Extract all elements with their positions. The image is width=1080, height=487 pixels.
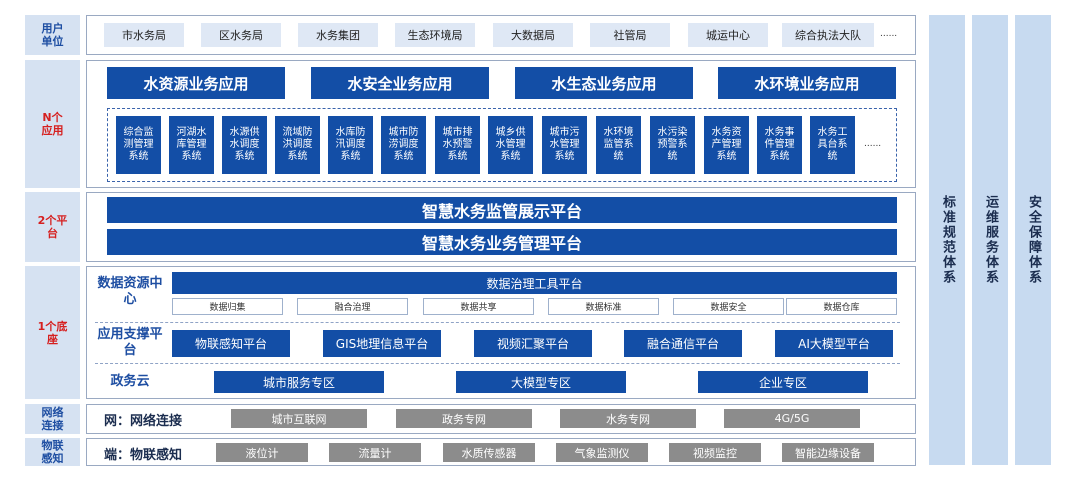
user-unit: 水务集团 [298,23,378,47]
support-platform: AI大模型平台 [775,330,893,357]
app-category: 水生态业务应用 [515,67,693,99]
base-divider [95,363,900,364]
platform-business: 智慧水务业务管理平台 [107,229,897,255]
iot-title: 端：物联感知 [104,448,183,463]
user-unit: 社管局 [590,23,670,47]
user-unit: 市水务局 [104,23,184,47]
app-system: 水环境监管系统 [596,116,641,174]
user-unit-ellipsis: ...... [880,29,898,39]
app-system: 水源供水调度系统 [222,116,267,174]
app-system: 河湖水库管理系统 [169,116,214,174]
row-label-users: 用户单位 [25,15,80,55]
app-system: 水务事件管理系统 [757,116,802,174]
network-title: 网：网络连接 [104,414,183,429]
app-system: 城市排水预警系统 [435,116,480,174]
data-item: 数据安全 [673,298,784,315]
gov-cloud-zone: 大模型专区 [456,371,626,393]
side-system-security: 安全保障体系 [1015,15,1051,465]
support-platform: 物联感知平台 [172,330,290,357]
user-unit: 大数据局 [493,23,573,47]
data-item: 数据共享 [423,298,534,315]
data-item: 数据归集 [172,298,283,315]
app-system-ellipsis: ...... [864,139,882,149]
network-item: 水务专网 [560,409,696,428]
app-system: 水务资产管理系统 [704,116,749,174]
user-unit: 生态环境局 [395,23,475,47]
data-item: 数据仓库 [786,298,897,315]
iot-device: 流量计 [329,443,421,462]
app-support-title: 应用支撑平台 [97,327,163,358]
gov-cloud-zone: 企业专区 [698,371,868,393]
base-divider [95,322,900,323]
support-platform: GIS地理信息平台 [323,330,441,357]
app-category: 水资源业务应用 [107,67,285,99]
row-label-network: 网络连接 [25,404,80,434]
app-category: 水环境业务应用 [718,67,896,99]
iot-device: 视频监控 [669,443,761,462]
user-unit: 区水务局 [201,23,281,47]
data-item: 融合治理 [297,298,408,315]
app-system: 城市防涝调度系统 [381,116,426,174]
app-category: 水安全业务应用 [311,67,489,99]
gov-cloud-title: 政务云 [110,374,150,389]
iot-device: 气象监测仪 [556,443,648,462]
app-system: 流域防洪调度系统 [275,116,320,174]
platform-display: 智慧水务监管展示平台 [107,197,897,223]
app-system: 水库防汛调度系统 [328,116,373,174]
app-system: 水务工具台系统 [810,116,855,174]
app-system: 城乡供水管理系统 [488,116,533,174]
app-systems-dashed-border [107,108,897,182]
user-unit: 综合执法大队 [782,23,874,47]
row-label-iot: 物联感知 [25,438,80,466]
network-item: 政务专网 [396,409,532,428]
iot-device: 液位计 [216,443,308,462]
network-item: 4G/5G [724,409,860,428]
iot-device: 智能边缘设备 [782,443,874,462]
row-label-base: 1个底座 [25,266,80,399]
user-unit: 城运中心 [688,23,768,47]
app-system: 城市污水管理系统 [542,116,587,174]
data-governance-platform: 数据治理工具平台 [172,272,897,294]
row-label-platforms: 2个平台 [25,192,80,262]
side-system-standards: 标准规范体系 [929,15,965,465]
side-system-operations: 运维服务体系 [972,15,1008,465]
support-platform: 视频汇聚平台 [474,330,592,357]
network-item: 城市互联网 [231,409,367,428]
data-item: 数据标准 [548,298,659,315]
data-center-title: 数据资源中心 [97,276,163,307]
iot-device: 水质传感器 [443,443,535,462]
row-label-apps: N个应用 [25,60,80,188]
gov-cloud-zone: 城市服务专区 [214,371,384,393]
app-system: 综合监测管理系统 [116,116,161,174]
support-platform: 融合通信平台 [624,330,742,357]
app-system: 水污染预警系统 [650,116,695,174]
